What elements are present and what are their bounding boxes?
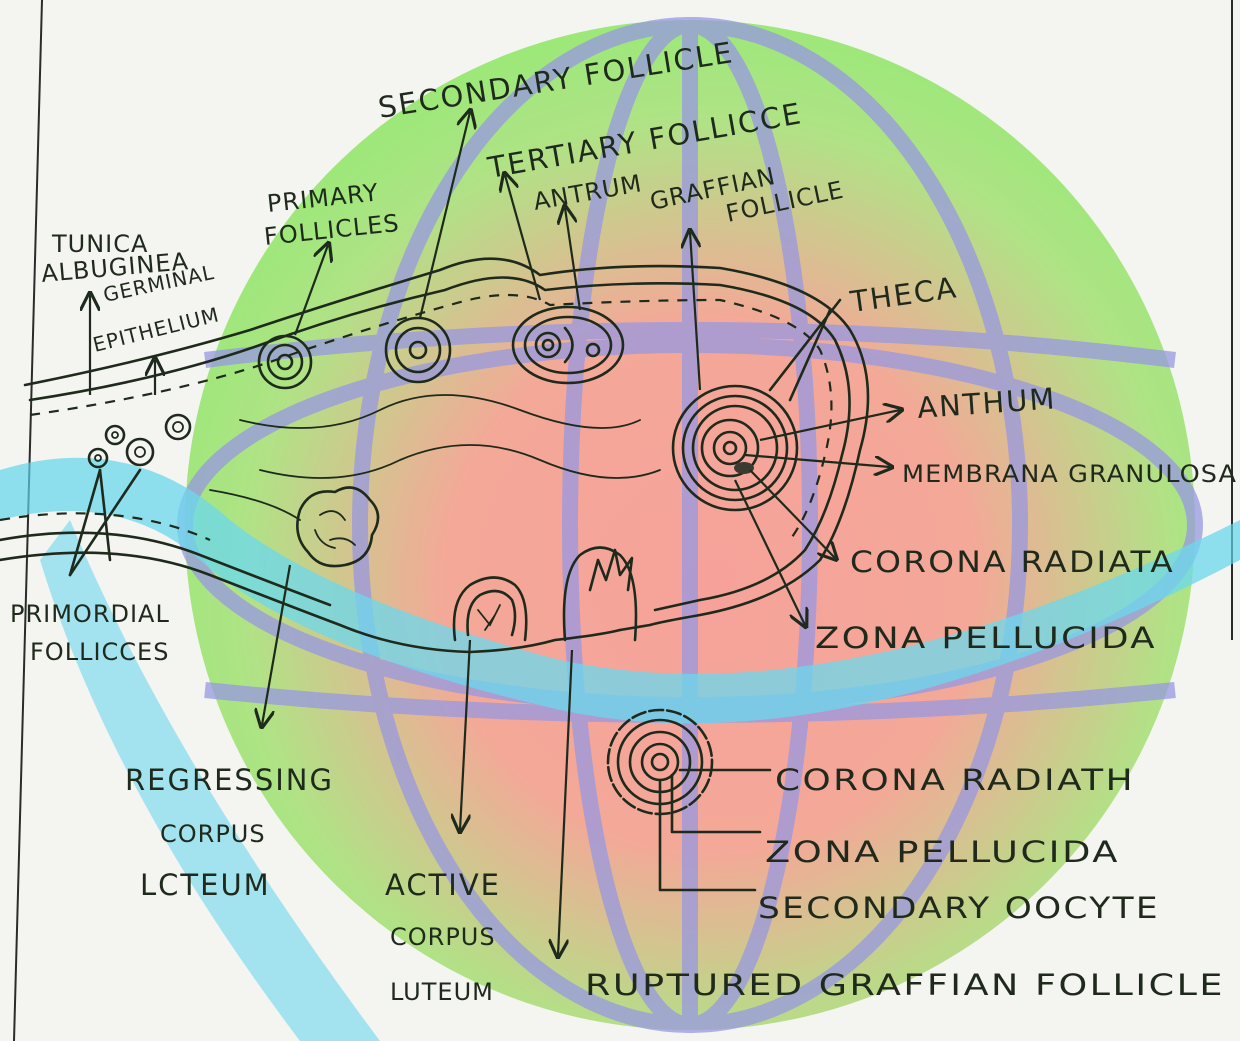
label-active-3: LUTEUM [390,978,494,1006]
label-corona-radiata-2: CORONA RADIATH [775,763,1135,797]
page-margin-line [14,0,42,1041]
label-corona-radiata-1: CORONA RADIATA [850,545,1175,579]
label-regressing-2: CORPUS [160,820,266,848]
label-zona-pellucida-1: ZONA PELLUCIDA [815,621,1157,655]
label-ruptured-graffian-follicle: RUPTURED GRAFFIAN FOLLICLE [585,968,1225,1002]
primordial-follicles [89,415,190,467]
label-membrana-granulosa: MEMBRANA GRANULOSA [902,460,1237,488]
label-primordial-1: PRIMORDIAL [10,600,170,628]
label-active-1: ACTIVE [385,868,501,902]
label-secondary-oocyte: SECONDARY OOCYTE [758,891,1160,925]
label-regressing-1: REGRESSING [125,763,334,797]
label-primordial-2: FOLLICCES [30,638,169,666]
label-zona-pellucida-2: ZONA PELLUCIDA [765,835,1120,869]
label-regressing-3: LCTEUM [140,868,271,902]
label-germinal-2: EPITHELIUM [90,302,221,357]
label-active-2: CORPUS [390,923,496,951]
